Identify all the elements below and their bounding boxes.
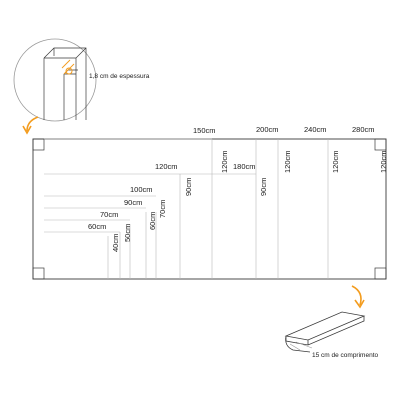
size-guides bbox=[44, 138, 329, 279]
width-label-240: 240cm bbox=[304, 125, 327, 134]
width-label-90: 90cm bbox=[124, 198, 142, 207]
width-label-280: 280cm bbox=[352, 125, 375, 134]
height-label-40: 40cm bbox=[111, 234, 120, 252]
height-label-90-a: 90cm bbox=[184, 178, 193, 196]
shelf-length-detail: 15 cm de comprimento bbox=[284, 285, 378, 359]
detail-circle bbox=[13, 38, 97, 122]
width-label-70: 70cm bbox=[100, 210, 118, 219]
corner-bracket-tl bbox=[32, 138, 45, 151]
height-label-120-d: 120cm bbox=[379, 150, 388, 173]
corner-bracket-br bbox=[374, 267, 387, 280]
board-hatch bbox=[61, 59, 75, 75]
height-label-60: 60cm bbox=[148, 212, 157, 230]
width-label-120: 120cm bbox=[155, 162, 178, 171]
curved-arrow-head-icon bbox=[22, 125, 32, 135]
shelf-underside bbox=[289, 341, 313, 351]
corner-bracket-bl bbox=[32, 267, 45, 280]
height-label-180: 180cm bbox=[233, 162, 256, 171]
length-note: 15 cm de comprimento bbox=[312, 352, 378, 359]
height-label-120-c: 120cm bbox=[331, 150, 340, 173]
shelf-arrow-icon bbox=[351, 285, 362, 306]
width-label-100: 100cm bbox=[130, 185, 153, 194]
shelf-arrow-head-icon bbox=[354, 299, 365, 309]
height-label-120-a: 120cm bbox=[220, 150, 229, 173]
height-label-70: 70cm bbox=[158, 200, 167, 218]
height-label-90-b: 90cm bbox=[259, 178, 268, 196]
width-labels: 150cm 200cm 240cm 280cm 120cm 100cm 90cm… bbox=[88, 125, 375, 231]
width-label-150: 150cm bbox=[193, 126, 216, 135]
width-label-60: 60cm bbox=[88, 222, 106, 231]
shelf-board-drawing bbox=[284, 311, 366, 353]
width-label-200: 200cm bbox=[256, 125, 279, 134]
thickness-note: 1,8 cm de espessura bbox=[89, 73, 150, 80]
curved-arrow-icon bbox=[26, 116, 39, 132]
thickness-marker-icon bbox=[65, 67, 73, 75]
thickness-detail: 1,8 cm de espessura bbox=[13, 38, 150, 122]
height-label-120-b: 120cm bbox=[283, 150, 292, 173]
corner-bracket-tr bbox=[374, 138, 387, 151]
height-label-50: 50cm bbox=[123, 224, 132, 242]
height-labels: 120cm 120cm 120cm 120cm 90cm 90cm 70cm 6… bbox=[111, 150, 388, 252]
